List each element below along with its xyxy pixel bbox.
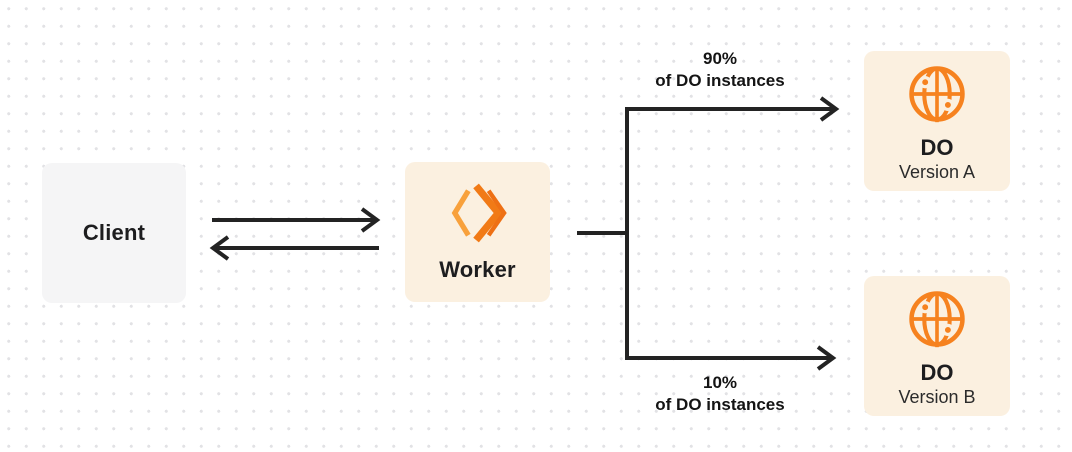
client-node: Client bbox=[42, 163, 186, 303]
client-label: Client bbox=[82, 220, 146, 245]
top-edge-label-line2: of DO instances bbox=[655, 71, 785, 90]
globe-icon bbox=[907, 289, 967, 349]
bottom-edge-label-line2: of DO instances bbox=[655, 395, 785, 414]
branch-junction-line bbox=[577, 109, 629, 358]
workers-chevron-icon bbox=[449, 182, 507, 244]
branch-bottom-arrow bbox=[625, 345, 837, 371]
do-version-b-node: DO Version B bbox=[864, 276, 1010, 416]
top-edge-label-line1: 90% bbox=[702, 49, 738, 68]
do-version-a-node: DO Version A bbox=[864, 51, 1010, 191]
bottom-edge-label-line1: 10% bbox=[702, 373, 738, 392]
top-edge-label: 90% of DO instances bbox=[620, 48, 820, 92]
do-a-title: DO bbox=[920, 134, 954, 160]
bottom-edge-label: 10% of DO instances bbox=[620, 372, 820, 416]
client-worker-arrow-left bbox=[209, 235, 379, 261]
worker-node: Worker bbox=[405, 162, 550, 302]
do-b-subtitle: Version B bbox=[898, 386, 976, 407]
client-worker-arrow-right bbox=[212, 207, 381, 233]
worker-label: Worker bbox=[439, 256, 516, 282]
branch-top-arrow bbox=[625, 96, 840, 122]
do-b-title: DO bbox=[920, 359, 954, 385]
do-a-subtitle: Version A bbox=[898, 161, 976, 182]
globe-icon bbox=[907, 64, 967, 124]
